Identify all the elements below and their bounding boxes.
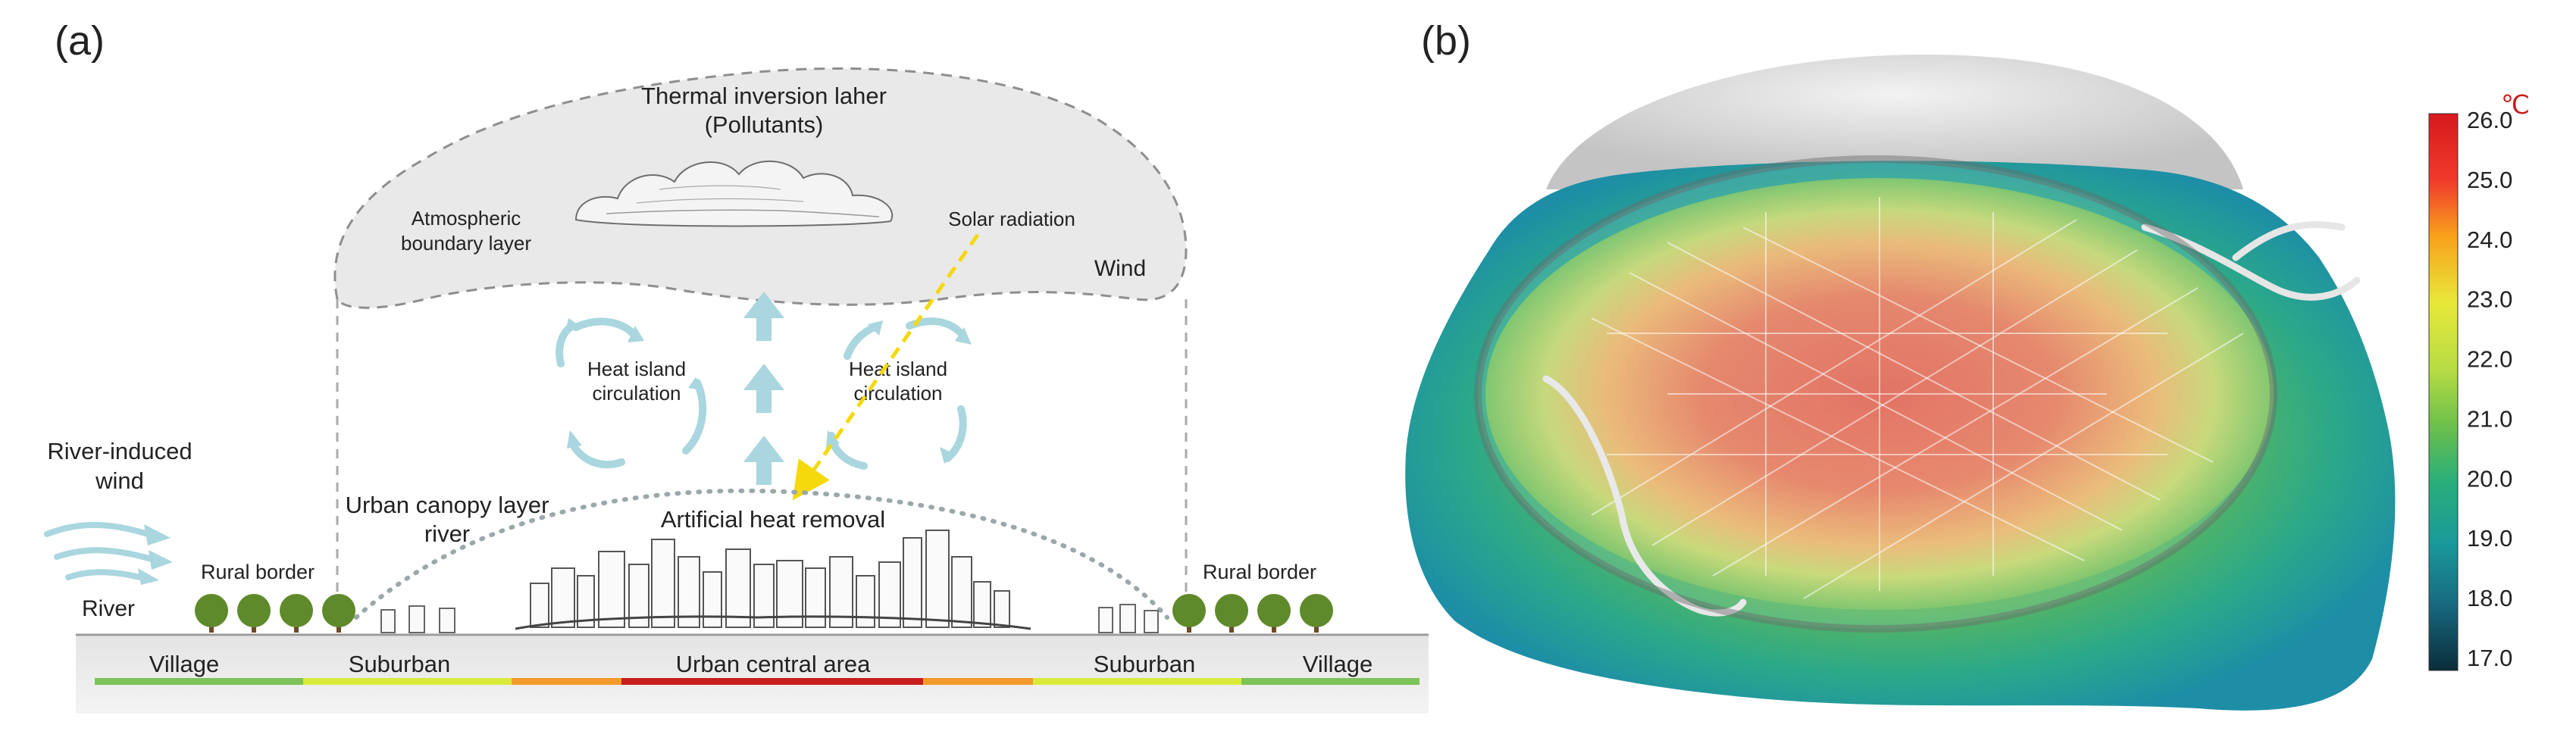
upward-heat-arrows <box>743 292 784 485</box>
rural-border-right-label: Rural border <box>1203 561 1316 583</box>
wind-label: Wind <box>1094 256 1146 281</box>
zone-label-village-left: Village <box>149 651 220 677</box>
zone-bar-transition-right <box>923 678 1033 685</box>
zone-bar-urban <box>621 678 923 685</box>
zone-bar-village-left <box>95 678 303 685</box>
colorbar: ℃ 26.0 25.0 24.0 23.0 22.0 21.0 20.0 19.0 18.0 17… <box>2428 91 2530 671</box>
urban-canopy-layer-dome <box>354 488 1169 620</box>
river-wind-line1: River-induced <box>47 438 192 464</box>
artificial-heat-label: Artificial heat removal <box>661 506 885 533</box>
panel-b-label: (b) <box>1421 18 1471 64</box>
river-wind-line2: wind <box>95 467 144 494</box>
colorbar-tick-label: 26.0 <box>2467 107 2512 133</box>
heat-dome-base-ring <box>1474 155 2277 633</box>
colorbar-tick-label: 18.0 <box>2467 585 2512 611</box>
panel-a: (a) Thermal inversion laher (Pollutants)… <box>44 18 1429 714</box>
colorbar-tick-label: 24.0 <box>2467 227 2512 253</box>
colorbar-tick-label: 19.0 <box>2467 525 2512 552</box>
colorbar-gradient <box>2428 113 2459 671</box>
solar-radiation-label: Solar radiation <box>948 208 1075 230</box>
zone-bar-village-right <box>1241 678 1419 685</box>
zone-label-suburban-left: Suburban <box>349 651 450 677</box>
ground-strip <box>76 636 1429 714</box>
suburban-houses-left <box>380 605 455 633</box>
colorbar-tick-label: 25.0 <box>2467 167 2512 193</box>
rural-border-left-label: Rural border <box>201 561 315 583</box>
zone-label-suburban-right: Suburban <box>1094 651 1195 677</box>
inversion-title: Thermal inversion laher <box>641 83 887 109</box>
colorbar-tick-label: 20.0 <box>2467 465 2512 492</box>
heat-island-left-line2: circulation <box>592 382 681 405</box>
heat-island-right-line1: Heat island <box>849 358 947 380</box>
solar-radiation-arrow <box>792 233 980 501</box>
canopy-label-line1: Urban canopy layer <box>346 492 549 518</box>
colorbar-tick-label: 22.0 <box>2467 346 2512 373</box>
heat-island-left-line1: Heat island <box>587 358 686 380</box>
zone-bar-transition-left <box>512 678 621 685</box>
trees-rural-left <box>195 594 355 633</box>
zone-bar-suburban-right <box>1033 678 1241 685</box>
inversion-subtitle: (Pollutants) <box>705 111 824 138</box>
boundary-label-line2: boundary layer <box>401 232 531 255</box>
zone-label-urban-central: Urban central area <box>676 651 872 677</box>
river-lines <box>1542 220 2361 617</box>
colorbar-tick-label: 21.0 <box>2467 405 2512 432</box>
colorbar-ticks: 26.0 25.0 24.0 23.0 22.0 21.0 20.0 19.0 18.0 17.0 <box>2467 107 2512 671</box>
river-wind-arrows <box>44 522 155 580</box>
panel-b: (b) <box>1405 18 2530 711</box>
colorbar-tick-label: 17.0 <box>2467 645 2512 671</box>
heat-island-circulation-left-heads <box>565 318 705 448</box>
trees-rural-right <box>1172 594 1333 633</box>
colorbar-tick-label: 23.0 <box>2467 286 2512 313</box>
heat-dome-glass <box>1546 54 2243 189</box>
canopy-label-line2: river <box>424 520 470 547</box>
colorbar-unit: ℃ <box>2501 91 2530 120</box>
river-wind-arrow-heads <box>138 524 173 585</box>
pollutant-cloud-sketch <box>574 160 893 227</box>
city-skyline-sketch <box>515 530 1031 630</box>
zone-bar-suburban-left <box>303 678 512 685</box>
zone-label-village-right: Village <box>1303 651 1373 677</box>
panel-a-label: (a) <box>55 18 105 64</box>
boundary-label-line1: Atmospheric <box>412 207 521 230</box>
heat-island-right-line2: circulation <box>853 382 942 405</box>
heat-island-circulation-right-heads <box>826 320 972 464</box>
city-road-grid <box>1591 197 2244 599</box>
zone-color-bars <box>95 678 1419 685</box>
river-label: River <box>82 596 135 621</box>
suburban-houses-right <box>1098 604 1159 633</box>
